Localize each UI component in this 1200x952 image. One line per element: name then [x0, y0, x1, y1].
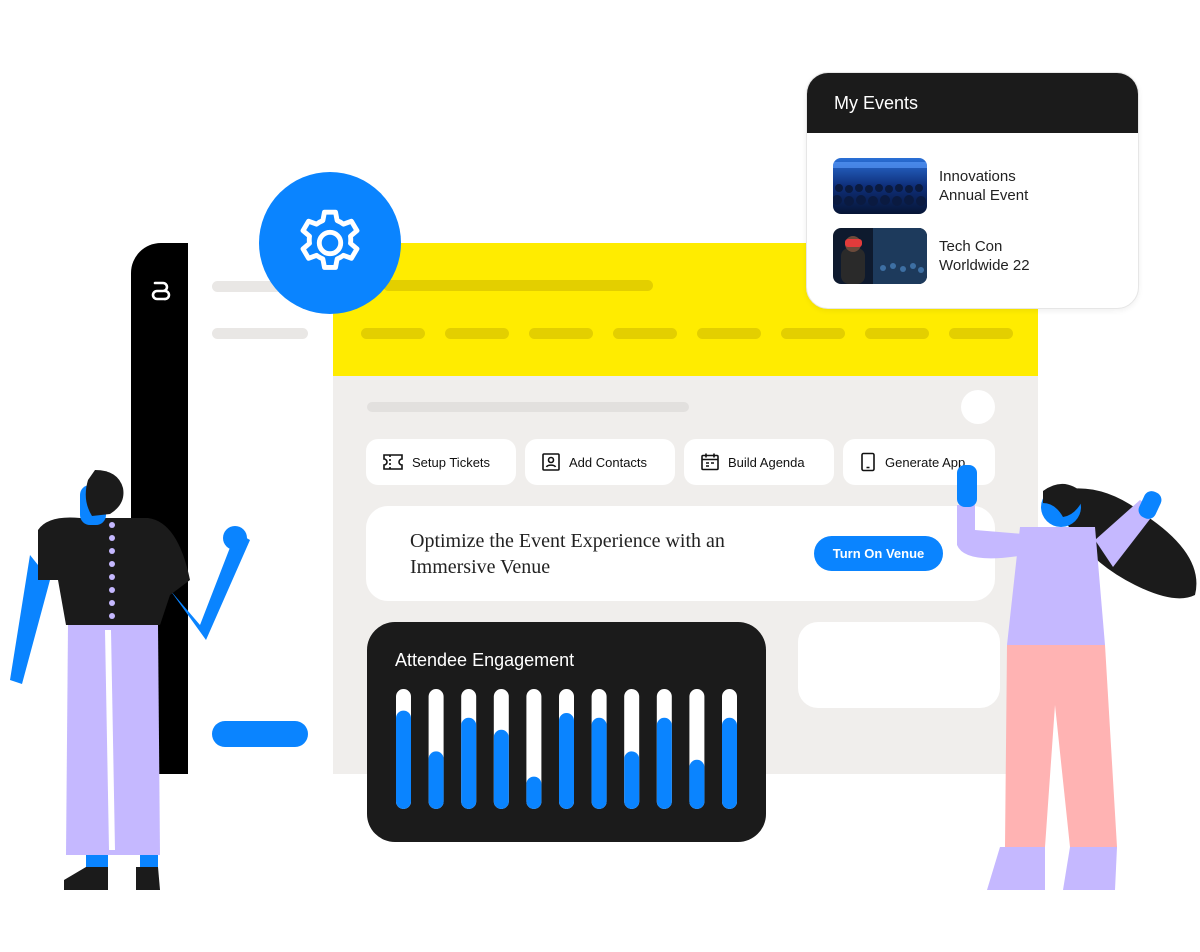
- person-illustration-left: [10, 470, 250, 890]
- event-thumbnail: [833, 228, 927, 284]
- event-name: Tech Con Worldwide 22: [939, 238, 1030, 274]
- engagement-bar: [493, 729, 509, 809]
- ticket-icon: [383, 454, 403, 470]
- calendar-icon: [701, 453, 719, 471]
- nav-placeholder: [781, 328, 845, 339]
- phone-icon: [861, 452, 875, 472]
- add-contacts-button[interactable]: Add Contacts: [525, 439, 675, 485]
- header-title-placeholder: [383, 280, 653, 291]
- chart-title: Attendee Engagement: [395, 650, 575, 670]
- nav-placeholder: [529, 328, 593, 339]
- build-agenda-button[interactable]: Build Agenda: [684, 439, 834, 485]
- event-thumbnail: [833, 158, 927, 214]
- promo-title: Optimize the Event Experience with an Im…: [410, 530, 725, 578]
- action-label: Add Contacts: [569, 454, 648, 470]
- events-title: My Events: [807, 73, 1138, 133]
- gear-icon: [300, 209, 360, 270]
- person-illustration-right: [957, 465, 1197, 890]
- engagement-bar: [428, 751, 444, 809]
- nav-placeholder: [865, 328, 929, 339]
- event-header-banner: [333, 243, 1038, 376]
- engagement-bar: [559, 713, 574, 809]
- engagement-chart: [396, 689, 737, 809]
- nav-placeholder: [949, 328, 1013, 339]
- engagement-bar: [396, 710, 411, 809]
- contact-card-icon: [542, 453, 560, 471]
- subtitle-placeholder: [367, 402, 689, 412]
- turn-on-venue-button[interactable]: Turn On Venue: [814, 536, 943, 571]
- engagement-bar: [526, 776, 542, 809]
- engagement-bar: [689, 759, 705, 809]
- placeholder-line: [212, 328, 308, 339]
- engagement-bar: [591, 717, 607, 809]
- immersive-venue-card: Optimize the Event Experience with an Im…: [366, 506, 995, 601]
- engagement-bar: [656, 717, 672, 809]
- my-events-panel: My Events Innovations Annual Event: [806, 72, 1139, 309]
- action-label: Build Agenda: [728, 454, 805, 470]
- engagement-bar: [722, 717, 737, 809]
- event-item[interactable]: Tech Con Worldwide 22: [833, 228, 1059, 284]
- attendee-engagement-card: Attendee Engagement: [367, 622, 766, 842]
- event-name: Innovations Annual Event: [939, 168, 1029, 204]
- action-label: Setup Tickets: [412, 454, 491, 470]
- generate-app-button[interactable]: Generate App: [843, 439, 995, 485]
- setup-tickets-button[interactable]: Setup Tickets: [366, 439, 516, 485]
- brand-logo-icon: [151, 281, 171, 301]
- action-label: Generate App: [885, 454, 966, 470]
- avatar[interactable]: [961, 390, 995, 424]
- placeholder-card: [798, 622, 1000, 708]
- nav-placeholder: [445, 328, 509, 339]
- nav-placeholder: [361, 328, 425, 339]
- settings-button[interactable]: [259, 172, 401, 314]
- engagement-bar: [461, 717, 477, 809]
- nav-placeholder: [613, 328, 677, 339]
- blue-pill-decoration: [212, 721, 308, 747]
- placeholder-line: [212, 281, 292, 292]
- event-item[interactable]: Innovations Annual Event: [833, 158, 1059, 214]
- engagement-bar: [624, 751, 640, 809]
- nav-placeholder: [697, 328, 761, 339]
